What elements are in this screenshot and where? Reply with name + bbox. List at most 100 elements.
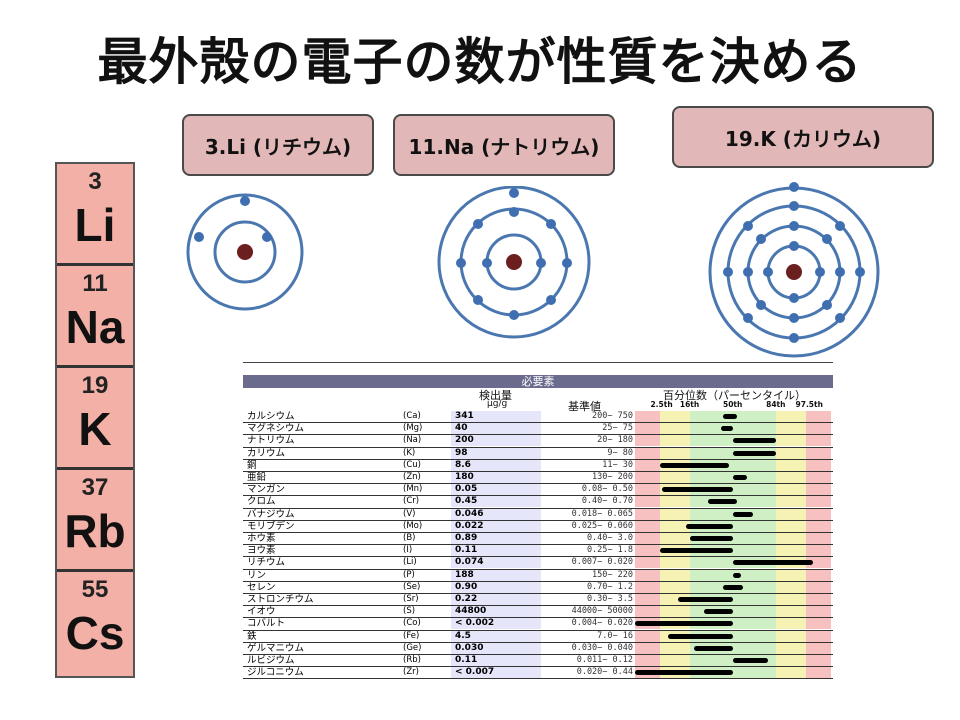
measured-value: 0.90 <box>451 581 541 593</box>
percentile-tick-label: 2.5th <box>650 400 673 409</box>
element-symbol: (Sr) <box>403 594 419 604</box>
measured-value: 0.074 <box>451 557 541 569</box>
element-symbol: (Mn) <box>403 484 423 495</box>
element-name: 鉄 <box>247 630 257 642</box>
percentile-band <box>689 508 777 520</box>
element-symbol: (Ge) <box>403 642 422 653</box>
percentile-bar <box>660 462 730 468</box>
percentile-bar <box>635 670 733 676</box>
measured-value: 0.022 <box>451 520 541 532</box>
percentile-bar <box>721 426 733 432</box>
element-symbol: (Rb) <box>403 655 421 665</box>
percentile-band <box>660 508 690 520</box>
label-sodium: 11.Na (ナトリウム) <box>393 114 615 176</box>
percentile-band <box>660 435 690 447</box>
percentile-band <box>635 472 661 483</box>
percentile-band <box>805 618 831 630</box>
percentile-band <box>776 459 806 471</box>
element-name: ゲルマニウム <box>247 642 305 654</box>
element-cell: 55 Cs <box>65 576 125 659</box>
element-name: 銅 <box>247 459 257 471</box>
percentile-band <box>805 545 831 557</box>
reference-range: 0.011− 0.12 <box>576 655 633 665</box>
percentile-band <box>660 594 690 605</box>
percentile-band <box>635 655 661 666</box>
percentile-band <box>660 423 690 435</box>
percentile-band <box>776 496 806 508</box>
percentile-band <box>689 655 777 666</box>
measured-value: 8.6 <box>451 459 541 471</box>
element-name: マンガン <box>247 484 286 496</box>
percentile-bar <box>689 536 733 541</box>
col-measured: 検出量 <box>479 389 512 402</box>
reference-range: 11− 30 <box>602 459 633 470</box>
table-row: イオウ (S) 44800 44000− 50000 <box>243 606 833 619</box>
measured-value: 0.046 <box>451 508 541 520</box>
percentile-band <box>776 618 806 630</box>
percentile-band <box>660 642 690 654</box>
element-name: ナトリウム <box>247 435 295 447</box>
percentile-band <box>635 484 661 496</box>
percentile-tick-label: 84th <box>766 400 786 409</box>
percentile-band <box>689 459 777 471</box>
reference-range: 150− 220 <box>592 569 633 580</box>
percentile-band <box>689 447 777 459</box>
element-symbol: (S) <box>403 606 416 617</box>
reference-range: 44000− 50000 <box>571 606 633 617</box>
measured-value: 0.11 <box>451 655 541 666</box>
percentile-bar <box>733 475 747 480</box>
periodic-group-1-strip: 3 Li 11 Na 19 K 37 Rb 55 Cs <box>55 162 135 678</box>
element-symbol: (Se) <box>403 581 421 592</box>
nucleus <box>786 264 802 280</box>
element-symbol: (B) <box>403 533 416 543</box>
percentile-band <box>635 642 661 654</box>
percentile-bar <box>733 438 777 444</box>
percentile-band <box>776 594 806 605</box>
percentile-bar <box>733 450 777 456</box>
percentile-band <box>689 520 777 532</box>
percentile-band <box>635 520 661 532</box>
col-percentile: 百分位数（パーセンタイル） <box>663 389 806 402</box>
col-unit: μg/g <box>487 399 508 409</box>
element-name: カリウム <box>247 447 286 459</box>
percentile-band <box>776 423 806 435</box>
percentile-band <box>660 606 690 618</box>
percentile-band <box>805 459 831 471</box>
reference-range: 0.40− 3.0 <box>586 533 633 543</box>
measured-value: 0.11 <box>451 545 541 557</box>
outer-shell <box>186 193 304 311</box>
element-name: イオウ <box>247 606 276 618</box>
element-name: ジルコニウム <box>247 667 304 679</box>
element-name: ストロンチウム <box>247 594 314 605</box>
percentile-band <box>805 594 831 605</box>
percentile-band <box>689 472 777 483</box>
percentile-band <box>805 472 831 483</box>
potassium-atom-diagram <box>708 182 880 358</box>
percentile-bar <box>660 548 733 554</box>
percentile-band <box>635 496 661 508</box>
element-name: リン <box>247 569 267 581</box>
measured-value: 341 <box>451 411 541 422</box>
percentile-band <box>660 496 690 508</box>
lithium-atom-diagram <box>186 193 304 311</box>
element-symbol: (Cr) <box>403 496 420 507</box>
percentile-bar <box>723 414 737 419</box>
measured-value: 0.89 <box>451 533 541 544</box>
percentile-band <box>689 557 777 569</box>
element-symbol: (I) <box>403 545 413 556</box>
percentile-band <box>776 655 806 666</box>
measured-value: 44800 <box>451 606 541 618</box>
percentile-band <box>805 630 831 642</box>
percentile-band <box>635 447 661 459</box>
element-symbol: (Zr) <box>403 667 419 678</box>
percentile-band <box>689 642 777 654</box>
percentile-bar <box>693 645 733 651</box>
percentile-band <box>635 423 661 435</box>
percentile-band <box>776 472 806 483</box>
element-symbol: (Mo) <box>403 520 423 531</box>
element-symbol: (Zn) <box>403 472 421 482</box>
